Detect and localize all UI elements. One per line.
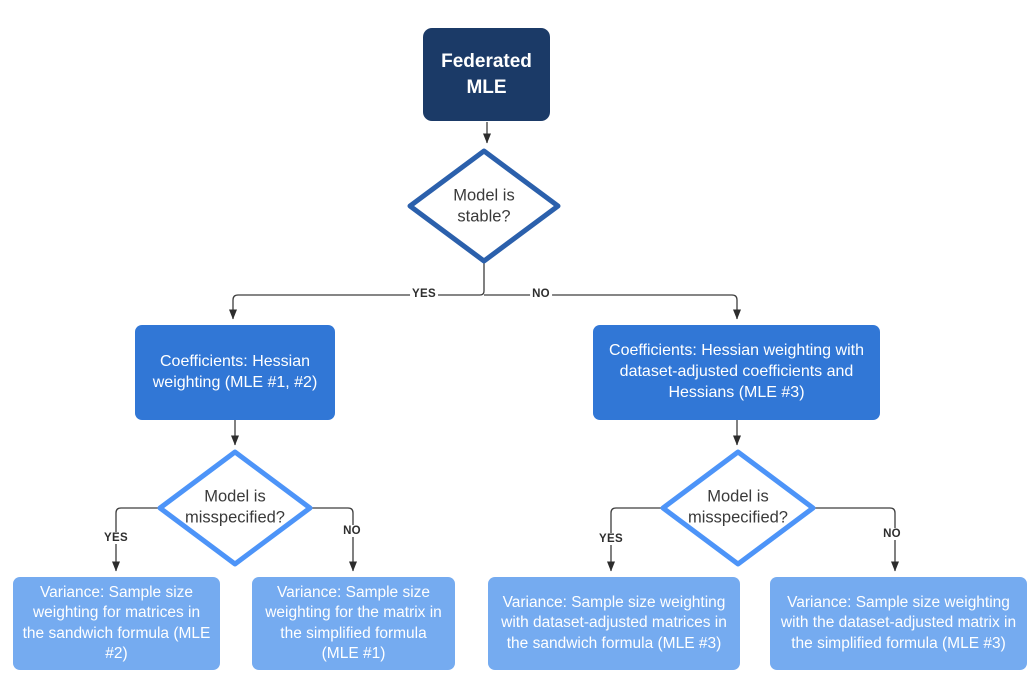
edge-right-misspec-yes [607, 507, 662, 572]
edge-stable-yes [229, 262, 485, 320]
node-federated-mle: Federated MLE [423, 28, 550, 121]
edge-label-right-no: NO [881, 528, 903, 540]
edge-label-stable-yes: YES [410, 288, 438, 300]
decision-stable-label: Model is stable? [453, 186, 515, 226]
decision-misspec-right-label: Model is misspecified? [688, 487, 788, 527]
edge-label-left-no: NO [341, 525, 363, 537]
edge-label-stable-no: NO [530, 288, 552, 300]
edge-right-misspec-no [814, 507, 899, 572]
decision-misspec-left-diamond [157, 449, 313, 567]
node-coefficients-hessian: Coefficients: Hessian weighting (MLE #1,… [135, 325, 335, 420]
decision-misspec-left-label: Model is misspecified? [185, 487, 285, 527]
edge-label-left-yes: YES [102, 532, 130, 544]
decision-misspec-right-diamond [660, 449, 816, 567]
edge-stable-no [484, 294, 741, 320]
edge-label-right-yes: YES [597, 533, 625, 545]
decision-stable-diamond [407, 148, 561, 264]
node-variance-sandwich: Variance: Sample size weighting for matr… [13, 577, 220, 670]
node-variance-adjusted-simplified: Variance: Sample size weighting with the… [770, 577, 1027, 670]
node-variance-simplified: Variance: Sample size weighting for the … [252, 577, 455, 670]
node-coefficients-hessian-adjusted: Coefficients: Hessian weighting with dat… [593, 325, 880, 420]
node-variance-adjusted-sandwich: Variance: Sample size weighting with dat… [488, 577, 740, 670]
edge-left-misspec-no [311, 507, 357, 572]
edge-left-misspec-yes [112, 507, 159, 572]
